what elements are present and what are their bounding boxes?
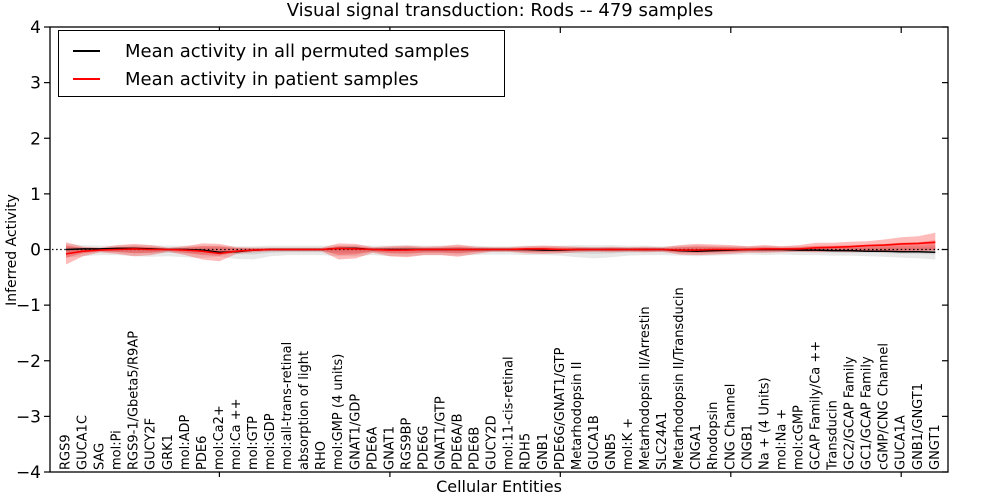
x-tick-label: Transducin [826, 400, 841, 471]
x-tick-label: Rhodopsin [706, 402, 721, 470]
y-tick-label: −4 [16, 463, 41, 483]
x-tick-label: mol:GMP (4 units) [331, 354, 346, 470]
x-tick-label: mol:all-trans-retinal [280, 342, 295, 470]
x-tick-label: absorption of light [297, 351, 312, 470]
x-tick-label: CNGB1 [740, 424, 755, 470]
x-tick-label: GRK1 [161, 434, 176, 470]
y-tick-label: 2 [30, 129, 41, 149]
x-tick-label: CNGA1 [689, 424, 704, 470]
x-tick-label: GC2/GCAP Family [843, 356, 858, 470]
patient-mean-line [65, 241, 936, 255]
x-tick-label: GUCY2F [144, 418, 159, 470]
y-tick-label: 3 [30, 74, 41, 94]
x-tick-label: RGS9BP [399, 417, 414, 470]
x-tick-label: mol:Ca2+ [212, 405, 227, 470]
legend: Mean activity in all permuted samples Me… [58, 30, 505, 97]
x-tick-label: PDE6G/GNAT1/GTP [553, 347, 568, 470]
y-axis-label: Inferred Activity [4, 194, 20, 306]
x-tick-label: PDE6 [195, 436, 210, 470]
x-tick-label: mol:ADP [178, 414, 193, 470]
x-tick-label: GUCA1A [894, 415, 909, 470]
patient-band [66, 232, 936, 265]
x-tick-label: RDH5 [519, 433, 534, 470]
legend-item: Mean activity in patient samples [73, 65, 504, 93]
x-tick-label: cGMP/CNG Channel [877, 343, 892, 470]
x-tick-label: GC1/GCAP Family [860, 356, 875, 470]
x-tick-label: mol:cGMP [791, 405, 806, 470]
permuted-band [66, 243, 936, 260]
y-tick-label: 1 [30, 185, 41, 205]
x-tick-label: GNAT1 [382, 426, 397, 470]
x-tick-label: CNG Channel [723, 384, 738, 470]
x-tick-label: GNAT1/GDP [348, 394, 363, 470]
x-tick-label: SAG [93, 443, 108, 470]
y-tick-label: −1 [16, 296, 41, 316]
x-tick-label: GNB1/GNGT1 [911, 383, 926, 470]
x-tick-label: Metarhodopsin II/Arrestin [638, 306, 653, 470]
legend-label-permuted: Mean activity in all permuted samples [125, 40, 470, 62]
x-tick-label: GNB1 [536, 433, 551, 470]
x-tick-label: GUCY2D [485, 415, 500, 470]
x-tick-label: mol:K + [621, 418, 636, 470]
x-tick-label: Metarhodopsin II [570, 362, 585, 470]
x-tick-label: PDE6A/B [451, 413, 466, 470]
x-tick-label: PDE6A [365, 427, 380, 470]
x-tick-label: SLC24A1 [655, 412, 670, 470]
x-tick-label: GCAP Family/Ca ++ [809, 341, 824, 470]
legend-item: Mean activity in all permuted samples [73, 37, 504, 65]
x-tick-label: mol:GDP [263, 413, 278, 470]
x-tick-label: RGS9-1/Gbeta5/R9AP [127, 331, 142, 470]
x-tick-label: GNGT1 [928, 424, 943, 470]
x-tick-label: mol:Na + [774, 409, 789, 470]
x-tick-label: GUCA1B [587, 415, 602, 470]
permuted-line-sample-icon [73, 50, 100, 52]
x-tick-label: mol:Pi [110, 430, 125, 470]
patient-line-sample-icon [73, 78, 100, 80]
permuted-band-inner [66, 246, 936, 255]
y-tick-label: −3 [16, 407, 41, 427]
x-tick-label: GNB5 [604, 433, 619, 470]
legend-label-patient: Mean activity in patient samples [125, 68, 419, 90]
x-tick-label: mol:11-cis-retinal [502, 356, 517, 470]
x-tick-label: PDE6B [468, 427, 483, 470]
x-tick-label: GUCA1C [76, 415, 91, 470]
y-tick-label: −2 [16, 352, 41, 372]
x-tick-label: mol:Ca ++ [229, 398, 244, 470]
x-tick-label: RGS9 [59, 434, 74, 470]
x-tick-label: Na + (4 Units) [757, 377, 772, 470]
y-tick-label: 4 [30, 18, 41, 38]
x-tick-label: Metarhodopsin II/Transducin [672, 287, 687, 470]
x-axis-label: Cellular Entities [436, 477, 562, 496]
x-tick-label: mol:GTP [246, 416, 261, 470]
x-tick-label: RHO [314, 441, 329, 470]
y-tick-label: 0 [30, 241, 41, 261]
x-tick-label: GNAT1/GTP [434, 396, 449, 470]
chart-title: Visual signal transduction: Rods -- 479 … [286, 0, 714, 21]
x-tick-label: PDE6G [416, 426, 431, 470]
